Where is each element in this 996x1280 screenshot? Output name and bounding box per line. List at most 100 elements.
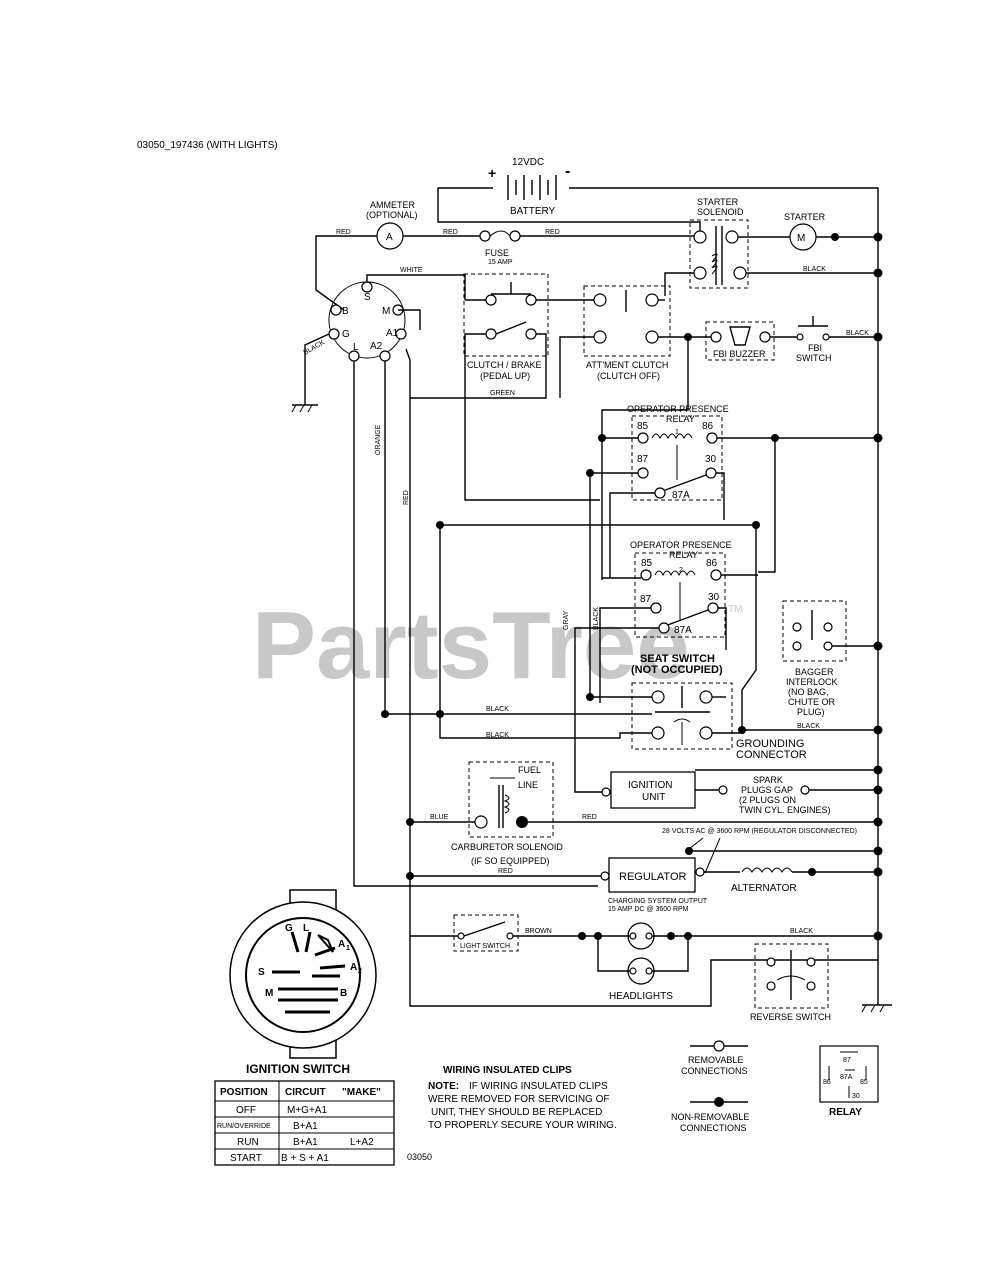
relay2-p87a: 87A	[674, 625, 692, 636]
grounding-connector-sub: CONNECTOR	[736, 749, 807, 761]
table-row-make: L+A2	[350, 1137, 374, 1148]
bagger-label1: BAGGER	[795, 667, 834, 677]
wire-blue: BLUE	[430, 814, 449, 821]
fbi-buzzer: FBI BUZZER	[705, 321, 775, 361]
legend-nonremovable1: NON-REMOVABLE	[671, 1112, 749, 1122]
face-pin-s: S	[258, 967, 265, 978]
ammeter: AMMETER (OPTIONAL) A	[366, 200, 418, 250]
regulator-label: REGULATOR	[619, 871, 686, 883]
headlights-label: HEADLIGHTS	[609, 991, 673, 1002]
fuse: FUSE 15 AMP	[479, 230, 521, 266]
watermark-tm: TM	[728, 604, 742, 615]
ign-pin-a2: A2	[370, 341, 383, 352]
carburetor-solenoid: FUEL LINE CARBURETOR SOLENOID (IF SO EQU…	[451, 761, 563, 866]
wire-black-ground2: BLACK	[486, 732, 509, 739]
bagger-interlock: BAGGER INTERLOCK (NO BAG, CHUTE OR PLUG)	[782, 600, 847, 717]
attachment-clutch-switch: ATT'MENT CLUTCH (CLUTCH OFF)	[583, 285, 671, 381]
wire-black-bagger: BLACK	[797, 723, 820, 730]
starter-solenoid: STARTER SOLENOID	[689, 197, 749, 289]
relay2-p85: 85	[641, 558, 653, 569]
relay2-p30: 30	[708, 592, 720, 603]
attment-clutch-label: ATT'MENT CLUTCH	[586, 360, 668, 370]
relay2-p87: 87	[640, 594, 652, 605]
clips-line2: WERE REMOVED FOR SERVICING OF	[428, 1094, 610, 1105]
starter-symbol: M	[797, 233, 805, 244]
battery-label: BATTERY	[510, 206, 556, 217]
ign-pin-g: G	[342, 329, 350, 340]
relay-legend-30: 30	[852, 1093, 860, 1100]
carburetor-label: CARBURETOR SOLENOID	[451, 842, 563, 852]
fbi-buzzer-label: FBI BUZZER	[713, 349, 766, 359]
face-pin-g: G	[285, 923, 293, 934]
starter-label: STARTER	[784, 212, 826, 222]
wire-black-starter: BLACK	[803, 266, 826, 273]
grounding-connector-label: GROUNDING	[736, 738, 804, 750]
ign-pin-b: B	[342, 306, 349, 317]
legend-removable2: CONNECTIONS	[681, 1066, 748, 1076]
clips-line4: TO PROPERLY SECURE YOUR WIRING.	[428, 1120, 617, 1131]
bagger-label2: INTERLOCK	[786, 677, 838, 687]
seat-switch-label: SEAT SWITCH	[640, 653, 715, 665]
ignition-unit-sub: UNIT	[642, 792, 665, 803]
face-pin-a2: A	[350, 962, 357, 973]
alternator-label: ALTERNATOR	[731, 883, 797, 894]
fuel-line-label2: LINE	[518, 780, 538, 790]
regulator: REGULATOR	[608, 857, 696, 893]
relay1-p30: 30	[705, 454, 717, 465]
relay-legend: 87 86 87A 85 30 RELAY	[819, 1045, 879, 1118]
ign-pin-m: M	[382, 306, 390, 317]
relay1-p85: 85	[637, 421, 649, 432]
face-pin-a2-sub: 2	[358, 968, 362, 975]
wire-black-relay2: BLACK	[593, 607, 600, 630]
ign-pin-l: L	[353, 342, 359, 353]
table-header-circuit: CIRCUIT	[285, 1087, 326, 1098]
table-row-circuit: B + S + A1	[281, 1153, 329, 1164]
clutch-brake-switch: CLUTCH / BRAKE (PEDAL UP)	[463, 273, 549, 381]
clutch-brake-sub: (PEDAL UP)	[480, 371, 530, 381]
table-row-circuit: B+A1	[293, 1121, 318, 1132]
starter-solenoid-label2: SOLENOID	[697, 207, 744, 217]
carburetor-sub: (IF SO EQUIPPED)	[471, 856, 550, 866]
wire-red-ammeter: RED	[336, 229, 351, 236]
ground-symbol-chassis	[861, 1004, 892, 1013]
wire-orange: ORANGE	[375, 424, 382, 455]
spark-label4: TWIN CYL. ENGINES)	[739, 805, 831, 815]
diagram-code: 03050_197436 (WITH LIGHTS)	[137, 140, 278, 151]
regulator-note-top: 28 VOLTS AC @ 3600 RPM (REGULATOR DISCON…	[662, 828, 857, 835]
face-pin-l: L	[303, 923, 309, 934]
relay2-relay: RELAY	[669, 550, 698, 560]
relay-legend-85: 85	[860, 1079, 868, 1086]
table-row-position: START	[230, 1153, 262, 1164]
table-row-circuit: B+A1	[293, 1137, 318, 1148]
fuse-rating: 15 AMP	[488, 259, 513, 266]
face-pin-b: B	[340, 988, 347, 999]
fuel-line-label1: FUEL	[518, 765, 541, 775]
bagger-label5: PLUG)	[797, 707, 825, 717]
ignition-switch-contacts: S B M G A1 L A2	[328, 281, 407, 362]
table-header-make: "MAKE"	[342, 1087, 381, 1098]
relay1-label: OPERATOR PRESENCE	[627, 404, 729, 414]
face-pin-a1-sub: 1	[346, 945, 350, 952]
ammeter-optional: (OPTIONAL)	[366, 210, 418, 220]
reverse-switch-label: REVERSE SWITCH	[750, 1012, 831, 1022]
ignition-unit: IGNITION UNIT	[610, 771, 696, 809]
relay2-num: 2	[679, 567, 683, 574]
wire-white: WHITE	[400, 267, 423, 274]
relay1-p87a: 87A	[672, 490, 690, 501]
clips-line3: UNIT, THEY SHOULD BE REPLACED	[431, 1107, 602, 1118]
spark-label2: PLUGS GAP	[741, 785, 793, 795]
wire-red-regulator: RED	[498, 868, 513, 875]
relay1-num: 1	[675, 429, 679, 436]
face-pin-m: M	[265, 988, 273, 999]
battery-minus: -	[565, 163, 570, 180]
clutch-brake-label: CLUTCH / BRAKE	[467, 360, 542, 370]
light-switch: LIGHT SWITCH	[453, 914, 519, 952]
reverse-switch: REVERSE SWITCH	[750, 943, 831, 1022]
spark-plugs: SPARK PLUGS GAP (2 PLUGS ON TWIN CYL. EN…	[718, 775, 831, 815]
regulator-note-bottom2: 15 AMP DC @ 3600 RPM	[608, 906, 689, 913]
ammeter-label: AMMETER	[370, 200, 416, 210]
clips-line1: IF WIRING INSULATED CLIPS	[469, 1081, 608, 1092]
wire-black-ground: BLACK	[303, 339, 327, 357]
ign-pin-s: S	[364, 292, 371, 303]
footer-code: 03050	[407, 1152, 432, 1162]
